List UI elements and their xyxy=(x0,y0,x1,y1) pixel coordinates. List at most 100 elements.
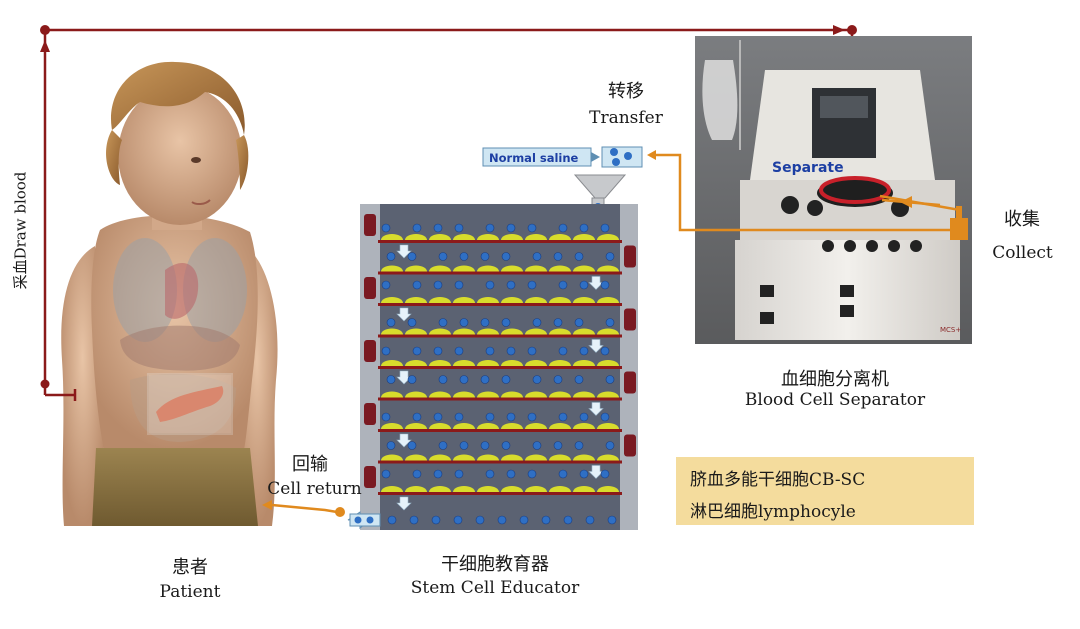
lymphocyte-dot xyxy=(533,253,541,261)
saline-label: Normal saline xyxy=(489,151,579,165)
lymphocyte-dot xyxy=(439,376,447,384)
lymphocyte-dot xyxy=(554,253,562,261)
lymphocyte-dot xyxy=(408,376,416,384)
plate-cap xyxy=(624,435,636,457)
lymphocyte-dot xyxy=(498,516,506,524)
lymphocyte-dot xyxy=(460,253,468,261)
lymphocyte-dot xyxy=(408,253,416,261)
separator-label-en: Blood Cell Separator xyxy=(735,390,935,410)
collect-label-en: Collect xyxy=(985,243,1060,263)
lymphocyte-dot xyxy=(564,516,572,524)
lymphocyte-dot xyxy=(528,224,536,232)
lymphocyte-dot xyxy=(559,347,567,355)
lymphocyte-dot xyxy=(382,347,390,355)
patient-label-en: Patient xyxy=(150,582,230,602)
plate-cap xyxy=(624,372,636,394)
lymphocyte-dot xyxy=(455,281,463,289)
lymphocyte-dot xyxy=(554,376,562,384)
lymphocyte-dot xyxy=(502,376,510,384)
lymphocyte-dot xyxy=(434,224,442,232)
draw-arrow-head-up xyxy=(40,40,50,52)
lymphocyte-dot xyxy=(486,347,494,355)
lymphocyte-dot xyxy=(387,442,395,450)
lymphocyte-dot xyxy=(575,376,583,384)
plate-bar xyxy=(378,240,622,243)
lymphocyte-dot xyxy=(601,413,609,421)
plate-bar xyxy=(378,429,622,432)
lymphocyte-dot xyxy=(533,442,541,450)
lymphocyte-dot xyxy=(559,470,567,478)
lymphocyte-dot xyxy=(601,347,609,355)
lymphocyte-dot xyxy=(520,516,528,524)
lymphocyte-dot xyxy=(554,442,562,450)
machine-brand: MCS+ xyxy=(940,326,961,334)
lymphocyte-dot xyxy=(388,516,396,524)
lymphocyte-dot xyxy=(413,413,421,421)
plate-bar xyxy=(378,366,622,369)
lymphocyte-dot xyxy=(432,516,440,524)
lymphocyte-dot xyxy=(413,224,421,232)
lymphocyte-dot xyxy=(507,347,515,355)
plate-bar xyxy=(378,303,622,306)
educator-label-cn: 干细胞教育器 xyxy=(415,550,575,576)
lymphocyte-dot xyxy=(554,319,562,327)
lymphocyte-dot xyxy=(439,319,447,327)
lymphocyte-dot xyxy=(580,413,588,421)
lymphocyte-dot xyxy=(413,470,421,478)
lymphocyte-dot xyxy=(382,281,390,289)
plate-cap xyxy=(364,340,376,362)
lymphocyte-dot xyxy=(502,319,510,327)
lymphocyte-dot xyxy=(580,347,588,355)
lymphocyte-dot xyxy=(502,442,510,450)
lymphocyte-dot xyxy=(408,442,416,450)
lymphocyte-dot xyxy=(486,224,494,232)
draw-node-machine xyxy=(847,25,857,35)
draw-node-corner xyxy=(40,25,50,35)
lymphocyte-dot xyxy=(542,516,550,524)
lymphocyte-dot xyxy=(559,224,567,232)
lymphocyte-dot xyxy=(575,253,583,261)
lymphocyte-dot xyxy=(507,224,515,232)
lymphocyte-dot xyxy=(481,442,489,450)
lymphocyte-dot xyxy=(387,253,395,261)
plate-cap xyxy=(624,309,636,331)
lymphocyte-dot xyxy=(439,442,447,450)
lymphocyte-dot xyxy=(434,281,442,289)
lymphocyte-dot xyxy=(455,224,463,232)
transfer-label-cn: 转移 xyxy=(596,77,656,103)
lymphocyte-dot xyxy=(460,376,468,384)
lymphocyte-dot xyxy=(601,224,609,232)
lymphocyte-dot xyxy=(533,376,541,384)
draw-blood-label: 采血Draw blood xyxy=(10,171,31,291)
lymphocyte-dot xyxy=(507,281,515,289)
lymphocyte-dot xyxy=(476,516,484,524)
lymphocyte-dot xyxy=(528,347,536,355)
lymphocyte-dot xyxy=(502,253,510,261)
return-label-cn: 回输 xyxy=(280,450,340,476)
lymphocyte-dot xyxy=(486,281,494,289)
plate-bar xyxy=(378,398,622,401)
plate-bar xyxy=(378,335,622,338)
lymphocyte-dot xyxy=(486,470,494,478)
lymphocyte-dot xyxy=(382,470,390,478)
lymphocyte-dot xyxy=(507,470,515,478)
legend-box: 脐血多能干细胞CB-SC 淋巴细胞lymphocyle xyxy=(676,457,974,525)
lymphocyte-dot xyxy=(559,281,567,289)
lymphocyte-dot xyxy=(486,413,494,421)
lymphocyte-dot xyxy=(601,281,609,289)
lymphocyte-dot xyxy=(387,319,395,327)
lymphocyte-dot xyxy=(601,470,609,478)
lymphocyte-dot xyxy=(481,253,489,261)
lymphocyte-dot xyxy=(439,253,447,261)
lymphocyte-dot xyxy=(455,470,463,478)
return-label-en: Cell return xyxy=(262,479,367,499)
plate-cap xyxy=(364,214,376,236)
lymphocyte-dot xyxy=(382,224,390,232)
stem-cell-educator xyxy=(360,204,638,530)
lymphocyte-dot xyxy=(575,442,583,450)
lymphocyte-dot xyxy=(580,281,588,289)
plate-bar xyxy=(378,272,622,275)
patient-illustration xyxy=(61,62,277,526)
lymphocyte-dot xyxy=(410,516,418,524)
lymphocyte-dot xyxy=(533,319,541,327)
